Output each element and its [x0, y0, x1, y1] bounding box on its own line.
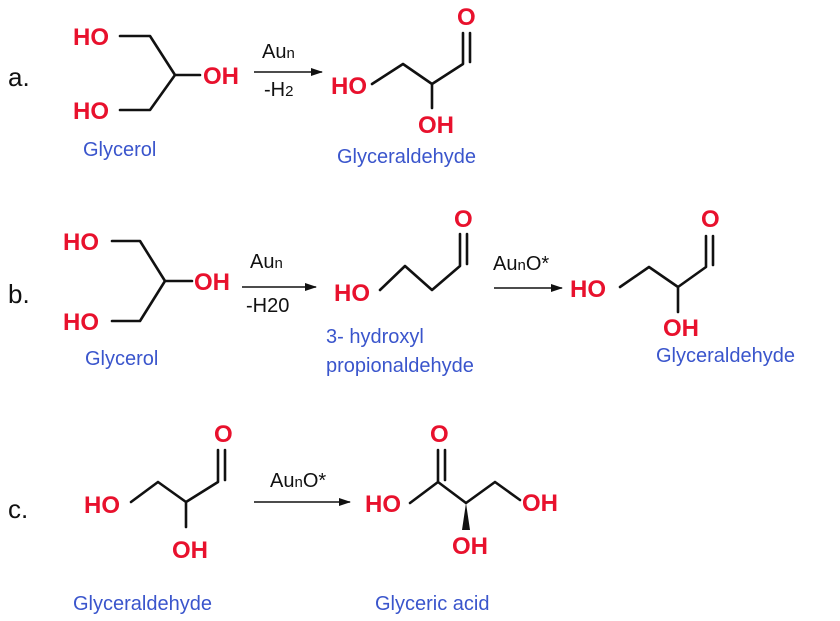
catalyst-label: Aun — [262, 41, 295, 63]
glycerol-molecule-a: HO OH HO Glycerol — [73, 24, 239, 161]
compound-name-line2: propionaldehyde — [326, 355, 474, 377]
hydroxyl-top: HO — [63, 229, 99, 256]
hydroxyl-left: HO — [570, 276, 606, 303]
glyceric-acid-skeleton — [408, 448, 522, 505]
hydroxypropionaldehyde-molecule: O HO 3- hydroxyl propionaldehyde — [326, 206, 474, 377]
hydroxyl-bottom: OH — [663, 315, 699, 342]
compound-name-glyceraldehyde: Glyceraldehyde — [337, 146, 476, 168]
glycerol-skeleton — [110, 239, 194, 323]
row-c: c. O HO OH Glyceraldehyde AunO* O HO OH … — [8, 421, 558, 615]
hydroxyl-bottom: OH — [452, 533, 488, 560]
hydroxyl-bottom: HO — [63, 309, 99, 336]
row-a: a. HO OH HO Glycerol Aun -H2 O HO OH Gly… — [8, 4, 476, 168]
row-label-c: c. — [8, 494, 28, 524]
compound-name-glycerol: Glycerol — [85, 348, 158, 370]
hydroxyl-bottom: OH — [418, 112, 454, 139]
glycerol-skeleton — [118, 34, 202, 112]
hydroxyl-bottom: OH — [172, 537, 208, 564]
carbonyl-oxygen: O — [701, 206, 720, 233]
compound-name-glyceraldehyde: Glyceraldehyde — [73, 593, 212, 615]
catalyst-label: Aun — [250, 251, 283, 273]
acid-hydroxyl: HO — [365, 491, 401, 518]
wedge-bond — [462, 503, 470, 530]
hydroxyl-right: OH — [522, 490, 558, 517]
carbonyl-oxygen: O — [214, 421, 233, 448]
hydroxyl-middle: OH — [203, 63, 239, 90]
hydroxyl-left: HO — [331, 73, 367, 100]
glycerol-molecule-b: HO OH HO Glycerol — [63, 229, 230, 370]
glyceraldehyde-molecule-c: O HO OH Glyceraldehyde — [73, 421, 233, 615]
hydroxyl-left: HO — [84, 492, 120, 519]
byproduct-label: -H2 — [264, 79, 293, 101]
carbonyl-oxygen: O — [430, 421, 449, 448]
glyceraldehyde-molecule-b: O HO OH Glyceraldehyde — [570, 206, 795, 367]
row-label-a: a. — [8, 62, 30, 92]
carbonyl-oxygen: O — [457, 4, 476, 31]
compound-name-line1: 3- hydroxyl — [326, 326, 424, 348]
compound-name-glycerol: Glycerol — [83, 139, 156, 161]
glyceric-acid-molecule: O HO OH OH Glyceric acid — [365, 421, 558, 615]
hydroxypropionaldehyde-skeleton — [378, 232, 462, 292]
compound-name-glyceraldehyde: Glyceraldehyde — [656, 345, 795, 367]
reaction-arrow-c: AunO* — [254, 470, 351, 506]
glyceraldehyde-skeleton — [129, 448, 220, 529]
glyceraldehyde-skeleton — [618, 234, 708, 314]
glyceraldehyde-molecule-a: O HO OH Glyceraldehyde — [331, 4, 476, 168]
hydroxyl-top: HO — [73, 24, 109, 51]
row-label-b: b. — [8, 279, 30, 309]
reaction-arrow-b1: Aun -H20 — [242, 251, 317, 317]
compound-name-glyceric-acid: Glyceric acid — [375, 593, 489, 615]
hydroxyl-middle: OH — [194, 269, 230, 296]
reaction-arrow-b2: AunO* — [493, 253, 563, 292]
reaction-arrow-a: Aun -H2 — [254, 41, 323, 101]
hydroxyl-bottom: HO — [73, 98, 109, 125]
byproduct-label: -H20 — [246, 295, 289, 317]
hydroxyl-left: HO — [334, 280, 370, 307]
oxidant-label: AunO* — [270, 470, 326, 492]
carbonyl-oxygen: O — [454, 206, 473, 233]
row-b: b. HO OH HO Glycerol Aun -H20 O HO 3- hy… — [8, 206, 795, 377]
glyceraldehyde-skeleton — [370, 31, 465, 110]
oxidant-label: AunO* — [493, 253, 549, 275]
